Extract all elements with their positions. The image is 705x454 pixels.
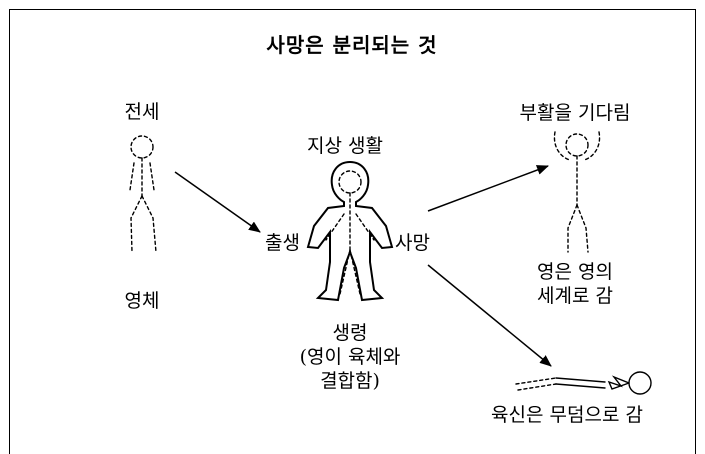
diagram-frame xyxy=(9,9,696,454)
label-preexistence: 전세 xyxy=(124,101,160,123)
label-death: 사망 xyxy=(395,232,430,254)
label-spirit-goes-line1: 영은 영의 xyxy=(537,261,613,283)
label-spirit-body: 영체 xyxy=(124,290,160,312)
arrow-death-to-grave xyxy=(427,264,552,367)
label-life-line2: (영이 육체와 xyxy=(299,346,401,368)
diagram-title: 사망은 분리되는 것 xyxy=(266,33,438,57)
label-body-goes: 육신은 무덤으로 감 xyxy=(491,404,643,426)
label-earthly-life: 지상 생활 xyxy=(307,135,383,157)
arrow-death-to-resurrection xyxy=(427,165,549,212)
label-life-line1: 생령 xyxy=(332,322,368,344)
waiting-spirit-figure xyxy=(553,131,601,253)
lying-body-figure xyxy=(515,371,652,395)
label-spirit-goes-line2: 세계로 감 xyxy=(537,285,613,307)
label-resurrection: 부활을 기다림 xyxy=(519,102,631,124)
earthly-body-figure xyxy=(306,160,394,302)
arrow-preexistence-to-birth xyxy=(174,171,261,233)
spirit-figure xyxy=(129,135,157,253)
label-life-line3: 결합함) xyxy=(320,370,380,392)
label-birth: 출생 xyxy=(265,232,300,254)
